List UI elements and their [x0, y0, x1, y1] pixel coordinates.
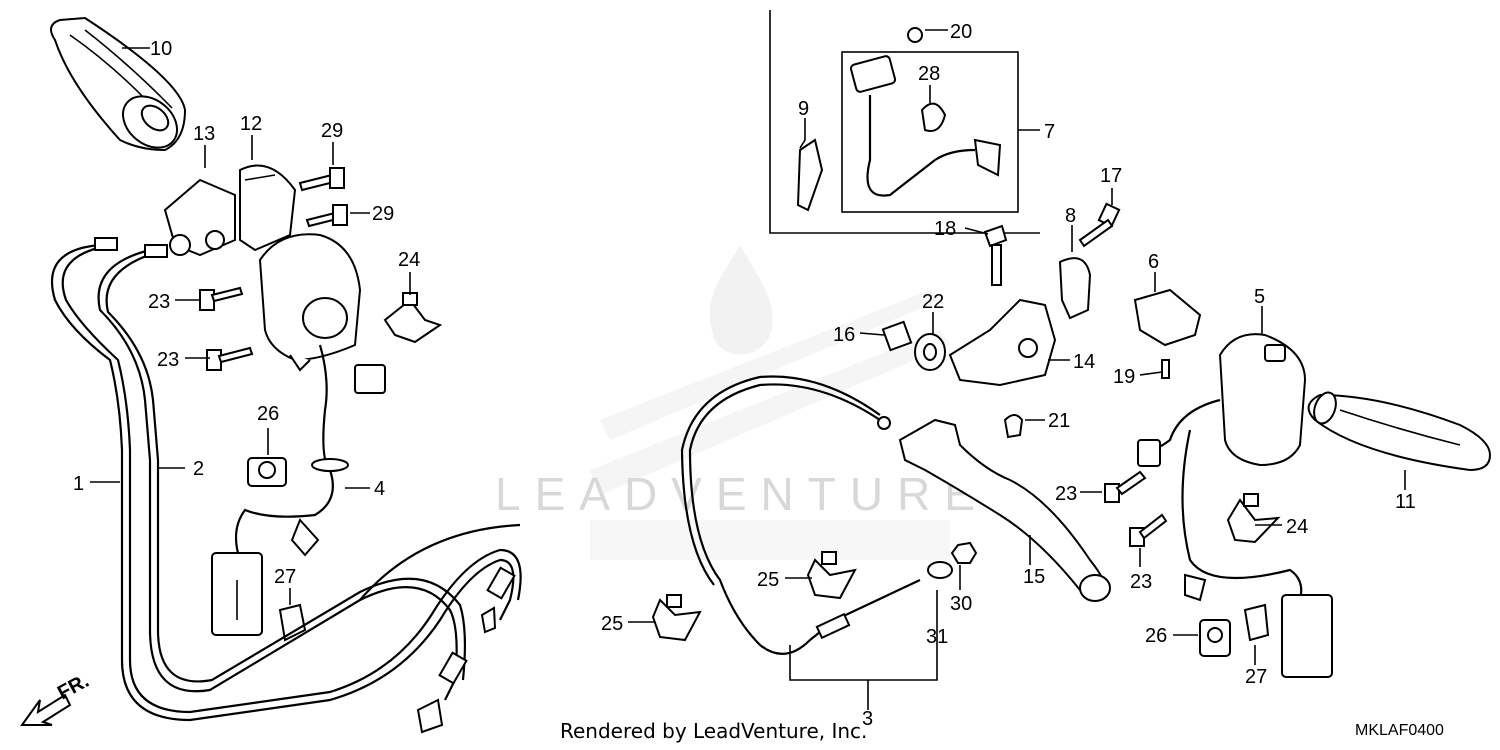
- left-connector: [211, 344, 349, 642]
- callout-23b: 23: [157, 349, 179, 371]
- callout-24a: 24: [398, 249, 420, 271]
- callout-12: 12: [240, 113, 262, 135]
- callout-23a: 23: [148, 291, 170, 313]
- callout-4: 4: [374, 478, 385, 500]
- callout-10: 10: [150, 38, 172, 60]
- clip-26-27-right: [1199, 603, 1270, 657]
- callout-2: 2: [193, 458, 204, 480]
- cable-bands-25: [651, 551, 857, 642]
- callout-3: 3: [862, 708, 873, 730]
- callout-20: 20: [950, 21, 972, 43]
- callout-14: 14: [1073, 351, 1095, 373]
- diagram-code: MKLAF0400: [1355, 722, 1444, 739]
- right-switch-housing: [1137, 333, 1333, 678]
- callout-1: 1: [73, 473, 84, 495]
- callout-24b: 24: [1286, 516, 1308, 538]
- inset-parts: [796, 27, 1002, 212]
- callout-16: 16: [833, 324, 855, 346]
- callout-29a: 29: [321, 120, 343, 142]
- pivot-bolt-and-nuts: [881, 224, 1008, 371]
- washers-30: [927, 541, 978, 579]
- callout-11: 11: [1395, 491, 1416, 513]
- cable-band-24-right: [1226, 493, 1281, 544]
- left-grip-part: [50, 16, 187, 152]
- right-grip-part: [1307, 391, 1492, 472]
- callout-25b: 25: [601, 613, 623, 635]
- callout-27b: 27: [1245, 666, 1267, 688]
- front-direction-marker: FR.: [20, 670, 93, 726]
- lever-clamp: [1058, 202, 1121, 320]
- bolts-29: [298, 167, 348, 228]
- callout-15: 15: [1023, 566, 1045, 588]
- clip-26-left: [247, 457, 287, 487]
- leader-lines: [90, 29, 1406, 710]
- callout-26b: 26: [1145, 625, 1167, 647]
- watermark-text: LEADVENTURE: [495, 468, 989, 520]
- callout-23d: 23: [1130, 571, 1152, 593]
- callout-19: 19: [1113, 366, 1135, 388]
- callout-13: 13: [193, 123, 215, 145]
- callout-8: 8: [1065, 205, 1076, 227]
- callout-5: 5: [1254, 286, 1265, 308]
- throttle-cables: [50, 237, 522, 734]
- throttle-housing-parts: [163, 164, 297, 257]
- callout-30: 30: [950, 593, 972, 615]
- callout-17: 17: [1100, 165, 1122, 187]
- left-switch-housing: [258, 233, 386, 394]
- watermark-logo-icon: [590, 245, 950, 560]
- clutch-lever: [898, 418, 1111, 602]
- callout-29b: 29: [372, 203, 394, 225]
- callout-18: 18: [934, 218, 956, 240]
- callout-31: 31: [926, 626, 948, 648]
- render-credit: Rendered by LeadVenture, Inc.: [560, 719, 867, 743]
- callout-22: 22: [922, 291, 944, 313]
- callout-6: 6: [1148, 251, 1159, 273]
- watermark: LEADVENTURE: [495, 245, 989, 560]
- callout-21: 21: [1048, 410, 1070, 432]
- bolts-23-right: [1104, 470, 1168, 547]
- callout-26a: 26: [257, 403, 279, 425]
- front-arrow-icon: [20, 693, 72, 726]
- clutch-lever-bracket: [948, 298, 1057, 439]
- callout-9: 9: [798, 98, 809, 120]
- clutch-cable: [680, 375, 921, 655]
- callout-7: 7: [1044, 121, 1055, 143]
- callout-28: 28: [918, 63, 940, 85]
- clutch-switch: [1133, 288, 1202, 379]
- inset-box: [769, 10, 1040, 234]
- bolts-23-left: [199, 286, 254, 371]
- callout-23c: 23: [1055, 483, 1077, 505]
- callout-25a: 25: [757, 569, 779, 591]
- callout-labels: 10 13 12 29 29 23 23 24 26 1 2 4 27 20 2…: [73, 21, 1416, 730]
- callout-27a: 27: [274, 566, 296, 588]
- cable-band-24-left: [383, 292, 443, 344]
